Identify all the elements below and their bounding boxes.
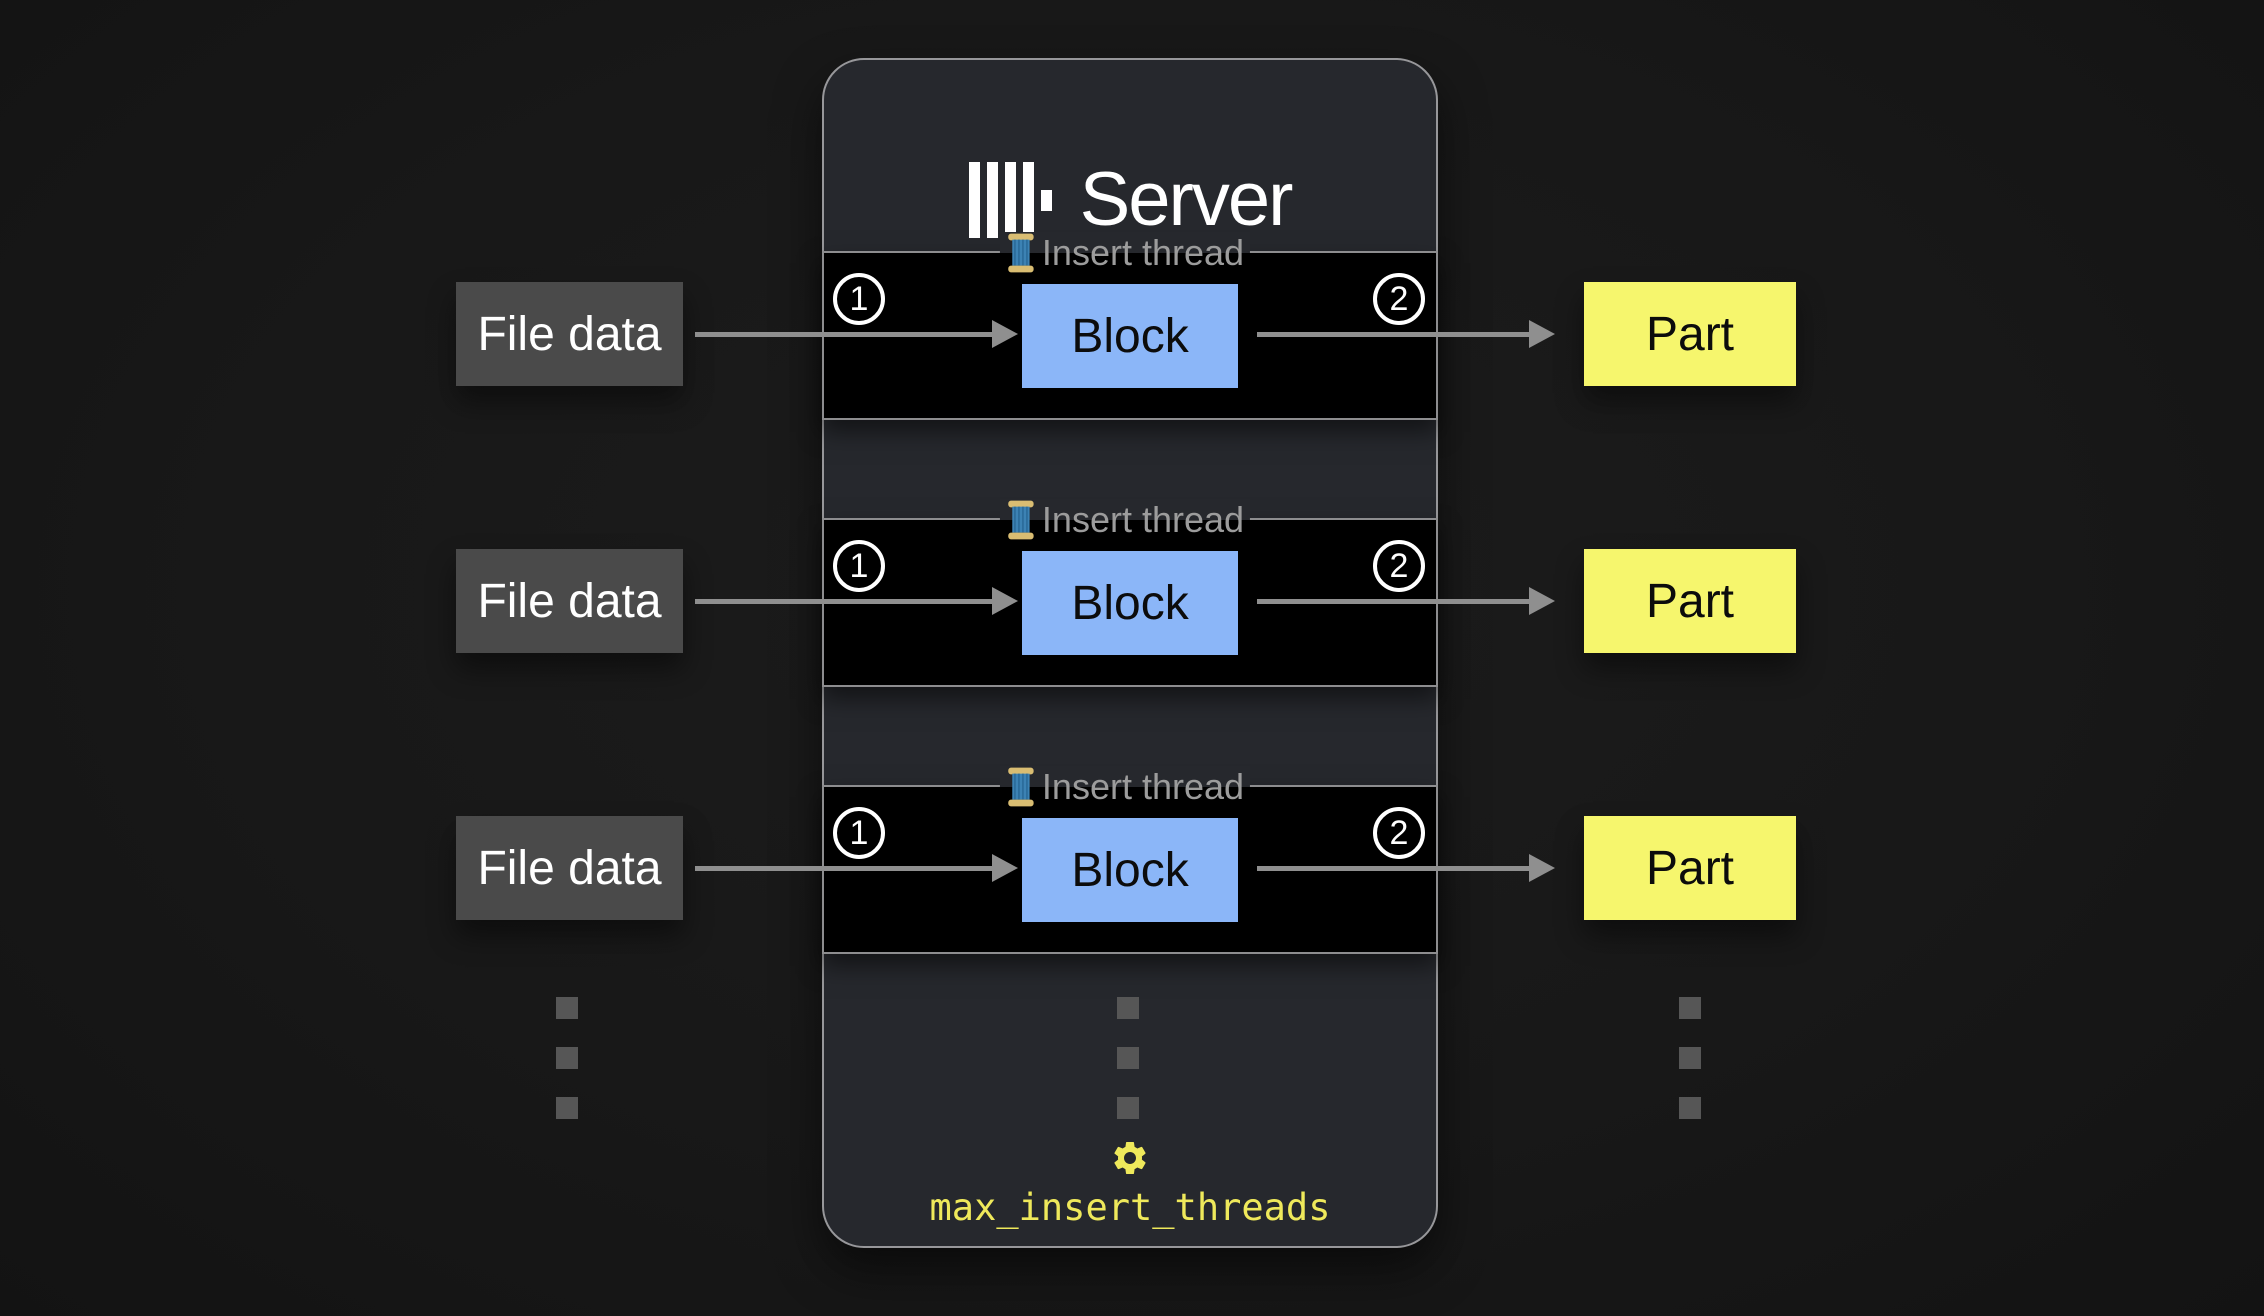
- ellipsis-dot: [1117, 1047, 1139, 1069]
- file-data-box: File data: [456, 282, 683, 386]
- part-box: Part: [1584, 816, 1796, 920]
- arrow-block-to-part: [1257, 332, 1529, 337]
- setting-label: max_insert_threads: [929, 1186, 1331, 1229]
- step-2-badge: 2: [1373, 540, 1425, 592]
- insert-thread-legend: Insert thread: [999, 766, 1251, 808]
- step-2-badge: 2: [1373, 273, 1425, 325]
- server-title: Server: [824, 156, 1436, 244]
- arrowhead-icon: [1529, 320, 1555, 348]
- ellipsis-dot: [1679, 1047, 1701, 1069]
- arrowhead-icon: [1529, 854, 1555, 882]
- ellipsis-dot: [1117, 1097, 1139, 1119]
- insert-thread-legend: Insert thread: [999, 499, 1251, 541]
- step-1-badge: 1: [833, 540, 885, 592]
- arrow-file-to-block: [695, 866, 992, 871]
- block-box: Block: [1022, 284, 1238, 388]
- arrow-block-to-part: [1257, 866, 1529, 871]
- arrow-block-to-part: [1257, 599, 1529, 604]
- arrow-file-to-block: [695, 599, 992, 604]
- file-data-box: File data: [456, 549, 683, 653]
- arrowhead-icon: [992, 854, 1018, 882]
- ellipsis-dot: [1679, 997, 1701, 1019]
- thread-spool-icon: [1008, 233, 1034, 273]
- gear-icon: [1114, 1142, 1146, 1174]
- arrowhead-icon: [1529, 587, 1555, 615]
- step-1-badge: 1: [833, 273, 885, 325]
- thread-spool-icon: [1008, 500, 1034, 540]
- file-data-box: File data: [456, 816, 683, 920]
- step-1-badge: 1: [833, 807, 885, 859]
- insert-thread-label: Insert thread: [1041, 232, 1245, 273]
- insert-thread-legend: Insert thread: [999, 232, 1251, 274]
- ellipsis-dot: [1679, 1097, 1701, 1119]
- server-title-text: Server: [1079, 157, 1294, 242]
- arrow-file-to-block: [695, 332, 992, 337]
- ellipsis-dot: [556, 1047, 578, 1069]
- ellipsis-dot: [556, 1097, 578, 1119]
- insert-thread-label: Insert thread: [1041, 766, 1245, 807]
- part-box: Part: [1584, 549, 1796, 653]
- arrowhead-icon: [992, 587, 1018, 615]
- clickhouse-logo-icon: [968, 162, 1052, 238]
- ellipsis-dot: [556, 997, 578, 1019]
- part-box: Part: [1584, 282, 1796, 386]
- ellipsis-dot: [1117, 997, 1139, 1019]
- step-2-badge: 2: [1373, 807, 1425, 859]
- block-box: Block: [1022, 551, 1238, 655]
- setting-group: max_insert_threads: [824, 1138, 1436, 1230]
- thread-spool-icon: [1008, 767, 1034, 807]
- insert-thread-label: Insert thread: [1041, 499, 1245, 540]
- block-box: Block: [1022, 818, 1238, 922]
- arrowhead-icon: [992, 320, 1018, 348]
